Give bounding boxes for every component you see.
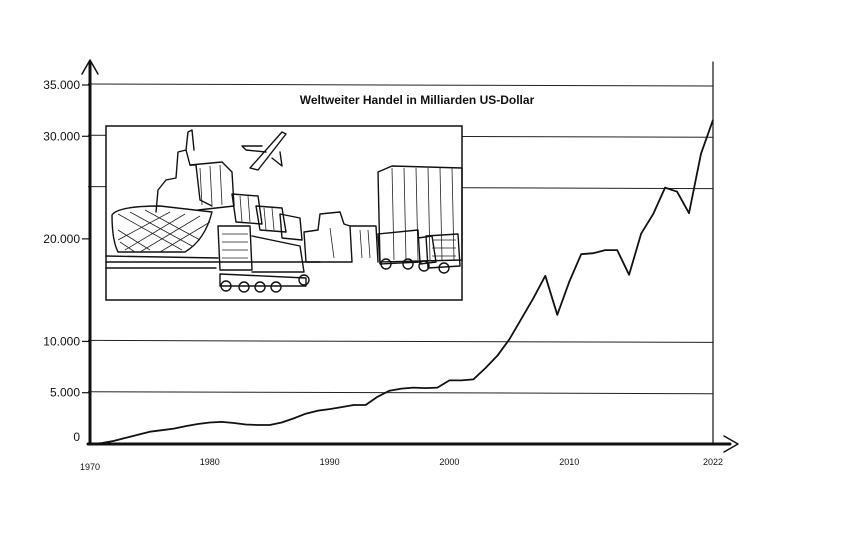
y-tick-label: 35.000 [43,78,80,92]
y-tick-label: 5.000 [50,386,80,400]
y-tick-label: 30.000 [43,129,80,143]
y-tick-label: 20.000 [43,232,80,246]
x-tick-label: 2010 [559,457,579,467]
x-tick-label: 1970 [80,462,100,472]
grid-line [87,391,714,395]
series-line-trade [89,119,714,445]
y-axis [81,59,99,446]
chart-title: Weltweiter Handel in Milliarden US-Dolla… [300,93,535,107]
grid-line [87,339,714,343]
x-tick-label: 2022 [703,457,723,467]
x-tick-label: 2000 [439,457,459,467]
illustration-sketch [105,125,463,301]
x-tick-label: 1980 [200,457,220,467]
x-axis [86,435,739,453]
y-tick-label: 10.000 [43,334,80,348]
x-tick-labels: 1970 1980 1990 2000 2010 2022 [80,457,723,472]
y-tick-label: 0 [73,430,80,444]
x-tick-label: 1990 [320,457,340,467]
y-tick-labels: 0 5.000 10.000 20.000 30.000 35.000 [43,78,90,444]
grid-line [87,83,714,87]
